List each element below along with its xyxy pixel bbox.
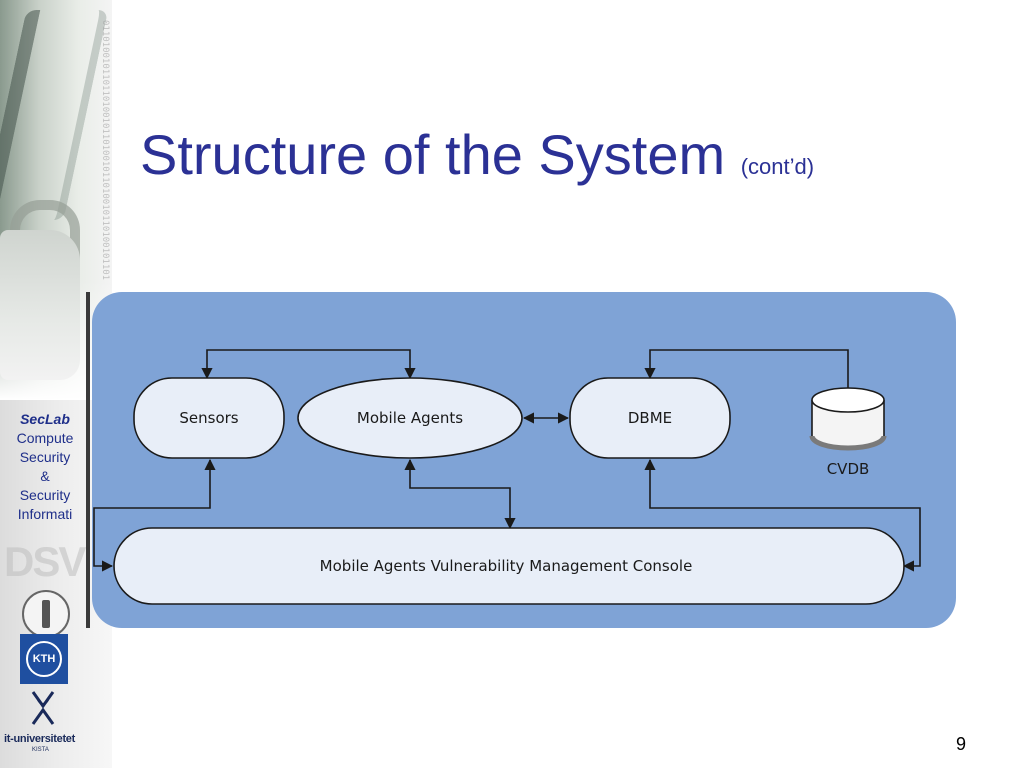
- dbme-cvdb-link: [644, 349, 854, 414]
- it-university-logo-icon: [31, 691, 55, 725]
- slide-title-main: Structure of the System: [140, 123, 726, 186]
- slide-title: Structure of the System (cont’d): [140, 122, 814, 187]
- kth-logo-icon: KTH: [20, 634, 68, 684]
- kth-logo-label: KTH: [26, 641, 62, 677]
- mobile-agents-node: [297, 377, 523, 459]
- cvdb-database-icon: [809, 387, 887, 451]
- sensors-agents-link: [201, 349, 416, 380]
- seclab-block: SecLab Compute Security & Security Infor…: [0, 410, 90, 524]
- kista-label: KISTA: [32, 747, 49, 753]
- sensors-label: Sensors: [179, 409, 238, 427]
- diagram-left-border: [86, 292, 90, 628]
- it-university-label: it-universitetet: [4, 733, 75, 745]
- seclab-line: Informati: [17, 506, 73, 522]
- system-structure-diagram: Sensors Mobile Agents DBME CVDB Mobile A…: [86, 292, 956, 628]
- sensors-node: [133, 377, 285, 459]
- dbme-node: [569, 377, 731, 459]
- console-node: [113, 527, 905, 605]
- page-number: 9: [955, 734, 966, 754]
- binary-pattern-decoration: 0110100101101101001011010010110100101101…: [100, 20, 110, 280]
- sensors-console-link: [93, 458, 216, 572]
- mobile-agents-label: Mobile Agents: [357, 409, 463, 427]
- padlock-image: [0, 230, 80, 380]
- agents-console-link: [404, 458, 516, 530]
- dbme-label: DBME: [628, 409, 672, 427]
- seclab-line: &: [40, 468, 50, 484]
- console-label: Mobile Agents Vulnerability Management C…: [320, 557, 693, 575]
- dbme-console-link: [644, 458, 921, 572]
- dsv-watermark: DSV: [4, 538, 86, 585]
- seclab-title: SecLab: [20, 411, 70, 427]
- slide-title-suffix: (cont’d): [740, 154, 815, 179]
- seclab-line: Security: [19, 487, 71, 503]
- cvdb-label: CVDB: [827, 460, 870, 478]
- seclab-line: Security: [19, 449, 71, 465]
- seclab-line: Compute: [16, 430, 74, 446]
- stockholm-university-seal-icon: [22, 590, 70, 638]
